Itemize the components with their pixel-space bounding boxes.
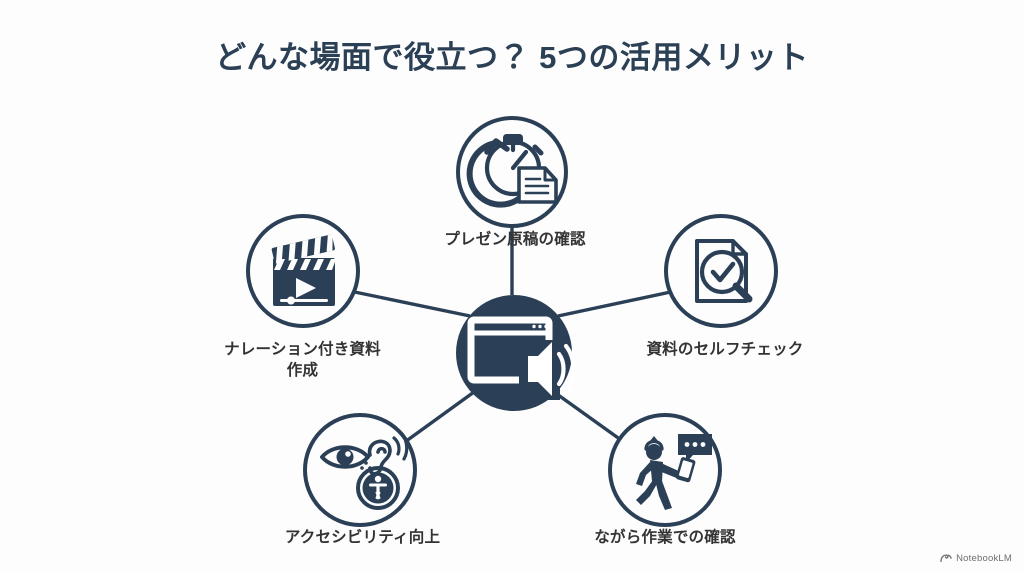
document-magnifier-check-icon bbox=[695, 239, 753, 303]
node-label-bottomright: ながら作業での確認 bbox=[594, 529, 736, 546]
node-bottomright[interactable] bbox=[608, 413, 722, 527]
node-left[interactable] bbox=[246, 214, 360, 328]
connector-lines bbox=[344, 228, 681, 449]
slide-with-speaker-icon bbox=[467, 316, 576, 400]
walking-person-phone-icon bbox=[636, 434, 712, 510]
watermark-label: NotebookLM bbox=[956, 553, 1012, 564]
node-top[interactable] bbox=[456, 116, 568, 228]
node-right[interactable] bbox=[664, 214, 778, 328]
connector-center-right bbox=[557, 288, 681, 318]
node-label-left: ナレーション付き資料 作成 bbox=[224, 341, 381, 379]
stopwatch-document-icon bbox=[466, 134, 558, 208]
node-label-right: 資料のセルフチェック bbox=[646, 341, 804, 358]
node-bottomleft[interactable] bbox=[303, 413, 417, 527]
center-hub[interactable] bbox=[456, 295, 576, 411]
node-label-bottomleft: アクセシビリティ向上 bbox=[284, 529, 441, 546]
connector-center-left bbox=[344, 288, 471, 318]
connector-center-bottomright bbox=[553, 390, 629, 447]
connector-center-bottomleft bbox=[397, 390, 475, 449]
page-title: どんな場面で役立つ？ 5つの活用メリット bbox=[215, 40, 809, 75]
accessibility-eye-ear-icon bbox=[320, 429, 409, 510]
notebooklm-logo-icon bbox=[940, 554, 952, 563]
notebooklm-watermark: NotebookLM bbox=[940, 553, 1012, 564]
clapperboard-play-icon bbox=[271, 234, 336, 306]
node-label-top: プレゼン原稿の確認 bbox=[444, 231, 586, 248]
